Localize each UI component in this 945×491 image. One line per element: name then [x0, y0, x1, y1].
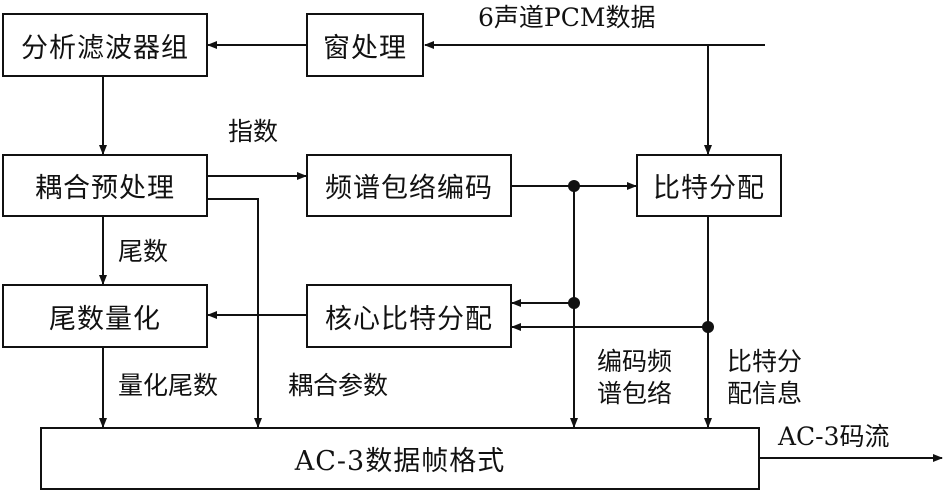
coupling-params-arrow — [208, 198, 262, 428]
window-processing-label: 窗处理 — [323, 32, 407, 64]
core-bit-allocation-box: 核心比特分配 — [306, 284, 512, 348]
coded-envelope-label: 编码频谱包络 — [597, 347, 673, 408]
spectral-envelope-coding-label: 频谱包络编码 — [325, 173, 493, 204]
bit-allocation-box: 比特分配 — [636, 154, 782, 217]
bit-allocation-label: 比特分配 — [653, 173, 765, 204]
output-stream-label: AC-3码流 — [778, 422, 890, 451]
analysis-filterbank-box: 分析滤波器组 — [2, 13, 208, 77]
bit-alloc-info-label: 比特分配信息 — [727, 347, 803, 408]
junction-dot — [568, 180, 580, 192]
analysis-filterbank-label: 分析滤波器组 — [21, 32, 189, 64]
mantissa-quantization-label: 尾数量化 — [49, 303, 161, 335]
mantissa-label: 尾数 — [118, 237, 169, 266]
core-bit-allocation-label: 核心比特分配 — [325, 303, 493, 335]
frame-format-box: AC-3数据帧格式 — [40, 427, 760, 490]
exponent-label: 指数 — [228, 117, 279, 146]
pcm-input-label: 6声道PCM数据 — [478, 3, 656, 32]
junction-dot — [702, 321, 714, 333]
quantized-mantissa-label: 量化尾数 — [118, 371, 219, 400]
coupling-params-label: 耦合参数 — [288, 371, 389, 400]
junction-dot — [568, 297, 580, 309]
coupling-preprocessing-label: 耦合预处理 — [35, 173, 175, 204]
window-processing-box: 窗处理 — [306, 13, 424, 77]
frame-format-label: AC-3数据帧格式 — [294, 446, 506, 477]
mantissa-quantization-box: 尾数量化 — [2, 284, 208, 348]
spectral-envelope-coding-box: 频谱包络编码 — [306, 154, 512, 217]
coupling-preprocessing-box: 耦合预处理 — [2, 154, 208, 217]
